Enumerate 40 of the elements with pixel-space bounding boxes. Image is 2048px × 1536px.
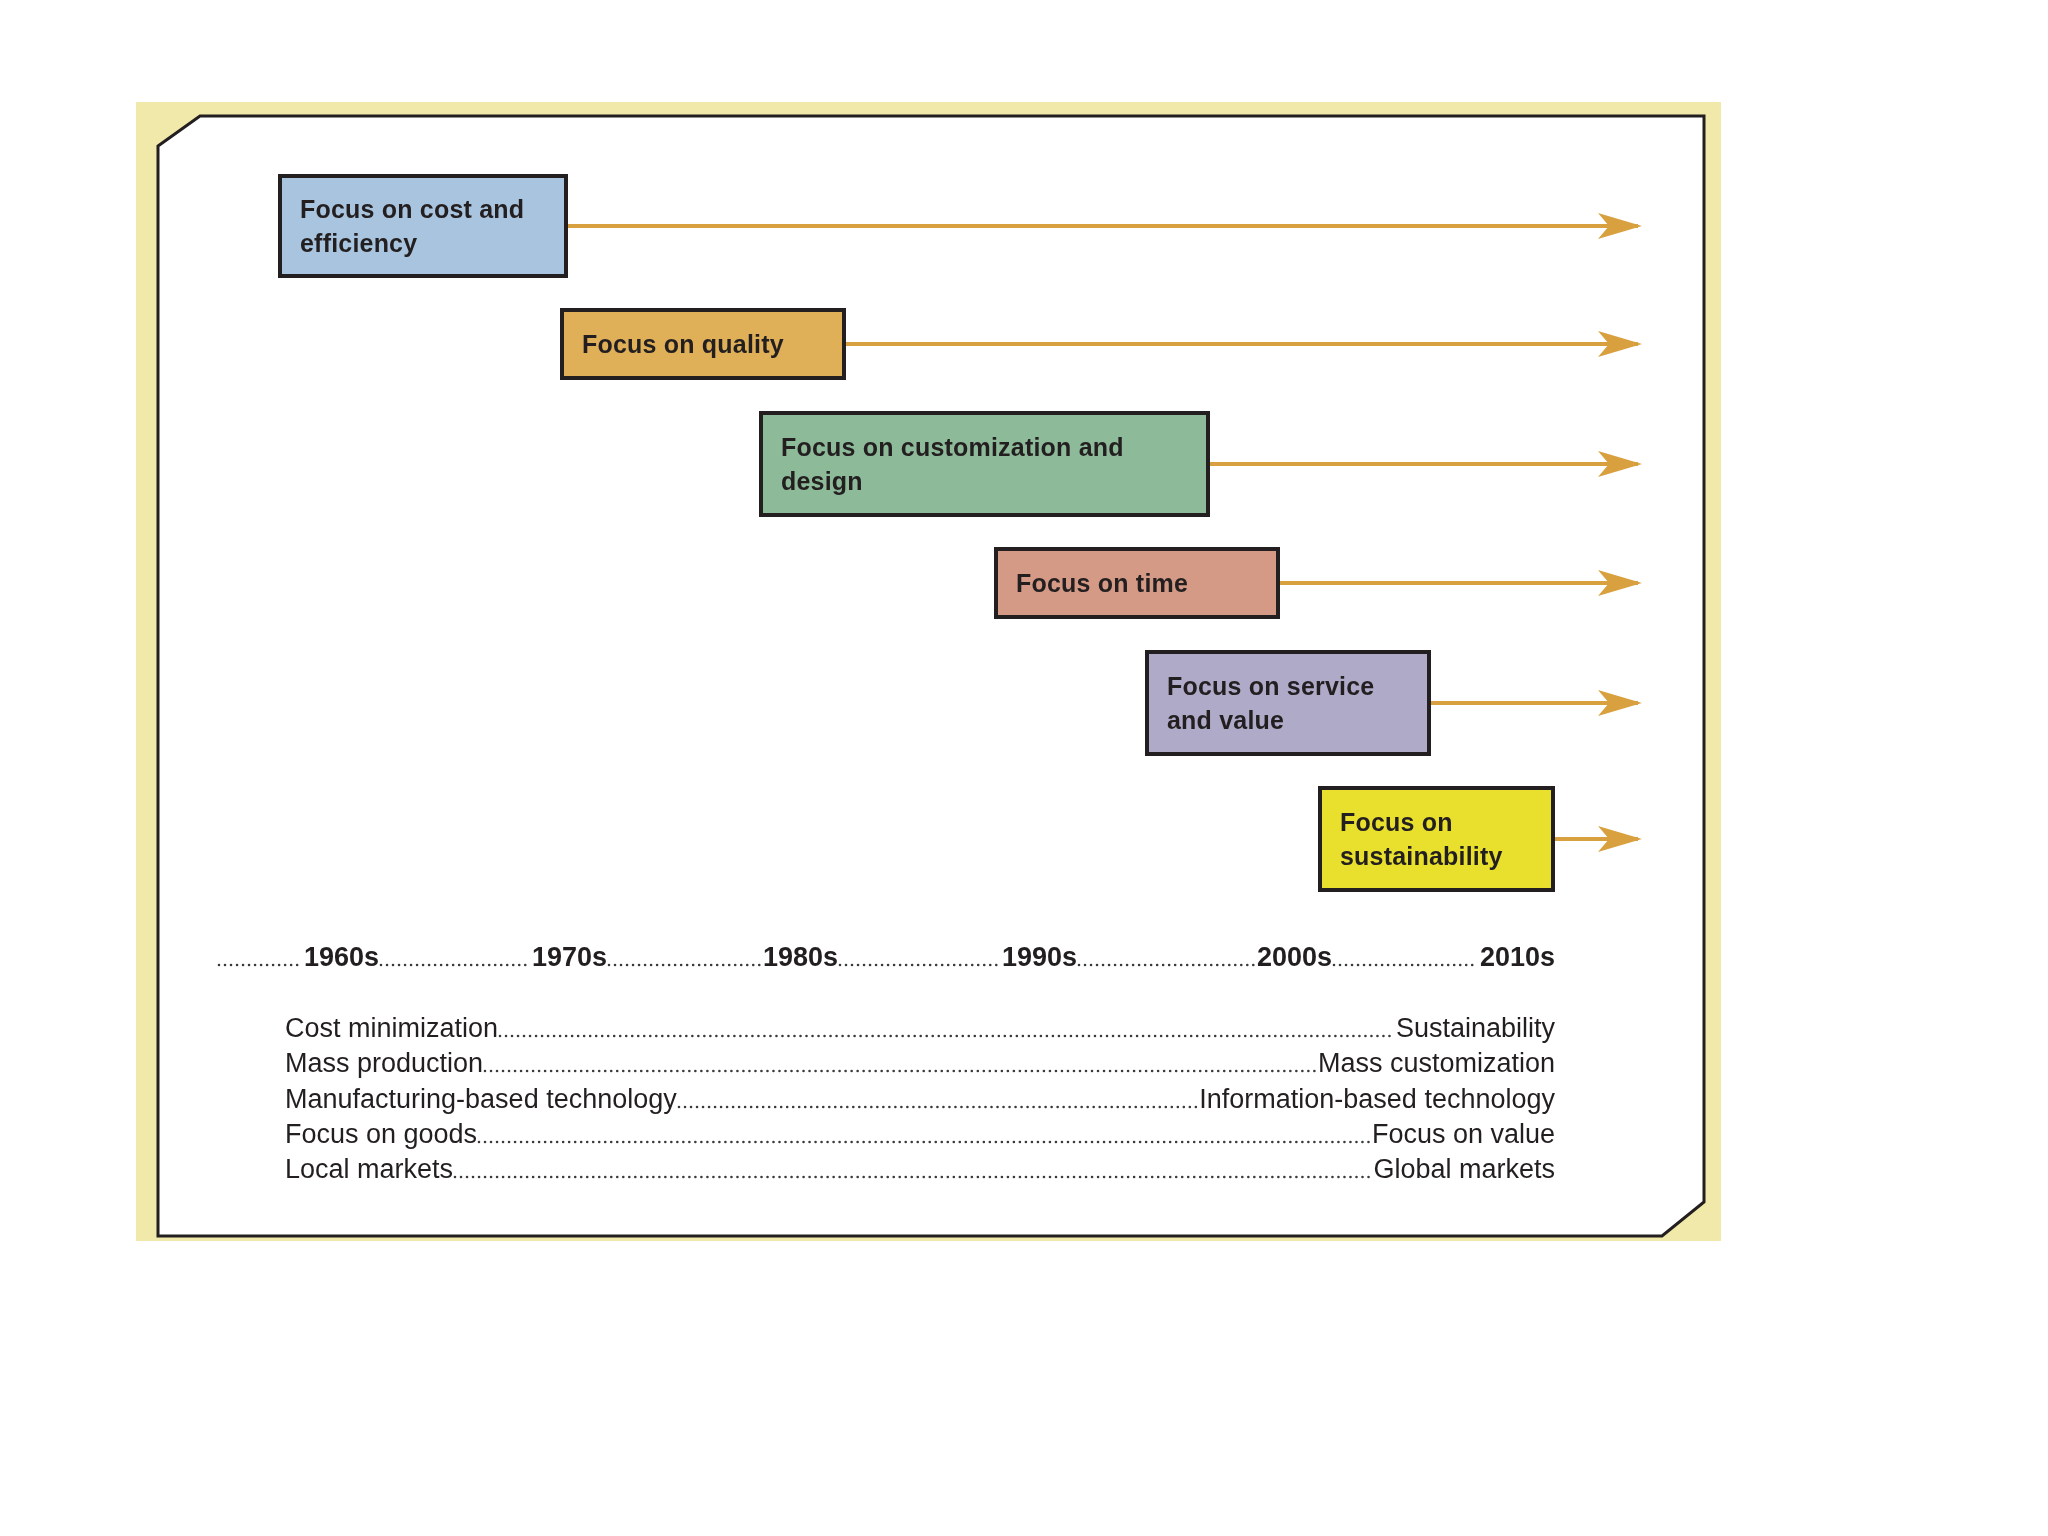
process-box: [1318, 786, 1555, 892]
decade-label: 1970s: [531, 941, 607, 973]
dotted-line: [483, 1069, 1318, 1073]
dotted-line: [607, 963, 763, 967]
arrow: [1210, 451, 1642, 477]
trend-label: Cost minimization: [285, 1012, 499, 1044]
dotted-line: [1077, 963, 1257, 967]
trend-label: Information-based technology: [1199, 1083, 1555, 1115]
box-label: Focus on sustainability: [1340, 807, 1504, 872]
trend-label: Manufacturing-based technology: [285, 1083, 677, 1115]
trend-label: Focus on value: [1371, 1118, 1555, 1150]
trend-label: Local markets: [285, 1153, 454, 1185]
box-label: Focus on service and value: [1167, 671, 1376, 736]
arrow: [568, 213, 1642, 239]
trend-label: Focus on goods: [285, 1118, 478, 1150]
process-box: [759, 411, 1210, 517]
decade-label: 1990s: [1001, 941, 1077, 973]
box-label: Focus on time: [1016, 568, 1190, 599]
process-box: [560, 308, 846, 380]
dotted-line: [477, 1140, 1372, 1144]
arrow: [1280, 570, 1642, 596]
arrow: [1431, 690, 1642, 716]
arrow: [846, 331, 1642, 357]
box-label: Focus on cost and efficiency: [300, 194, 526, 259]
decade-label: 2000s: [1256, 941, 1332, 973]
process-box: [1145, 650, 1431, 756]
decade-label: 2010s: [1479, 941, 1555, 973]
trend-label: Sustainability: [1395, 1012, 1555, 1044]
trend-label: Mass customization: [1317, 1047, 1555, 1079]
process-box: [278, 174, 568, 278]
decade-label: 1960s: [303, 941, 379, 973]
trend-label: Global markets: [1373, 1153, 1555, 1185]
trend-label: Mass production: [285, 1047, 484, 1079]
decade-label: 1980s: [762, 941, 838, 973]
dotted-line: [677, 1105, 1199, 1109]
dotted-line: [453, 1175, 1373, 1179]
box-label: Focus on quality: [582, 329, 785, 360]
box-label: Focus on customization and design: [781, 432, 1125, 497]
process-box: [994, 547, 1280, 619]
arrow: [1555, 826, 1642, 852]
